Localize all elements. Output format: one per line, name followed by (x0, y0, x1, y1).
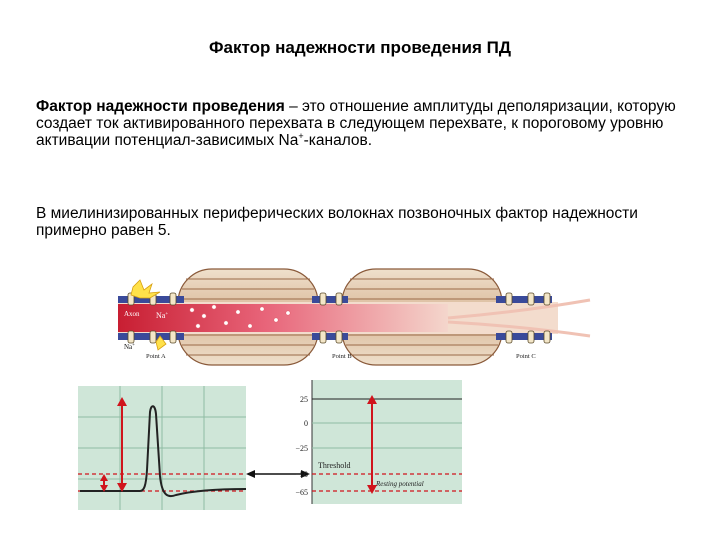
y-tick-label: 25 (300, 395, 308, 404)
y-tick-label: −25 (295, 444, 308, 453)
axon-diagram: Axon Na+ Na+ Point A Point B Point C (118, 269, 590, 365)
y-axis-ticks: 25 0 −25 −50 −65 (295, 395, 308, 497)
threshold-label: Threshold (318, 461, 350, 470)
point-c-label: Point C (516, 353, 536, 360)
local-current-flow (118, 304, 448, 332)
point-b-label: Point B (332, 353, 352, 360)
axon-label: Axon (124, 310, 140, 318)
point-a-label: Point A (146, 353, 166, 360)
membrane-top-b (312, 296, 348, 303)
action-potential-graph (78, 386, 246, 510)
y-tick-label: 0 (304, 419, 308, 428)
membrane-bottom-b (312, 333, 348, 340)
resting-potential-label: Resting potential (375, 480, 424, 488)
threshold-graph: 25 0 −25 −50 −65 Threshold Resting poten… (295, 380, 462, 504)
y-tick-label: −50 (295, 470, 308, 479)
na-outside-label: Na+ (124, 343, 135, 351)
y-tick-label: −65 (295, 488, 308, 497)
